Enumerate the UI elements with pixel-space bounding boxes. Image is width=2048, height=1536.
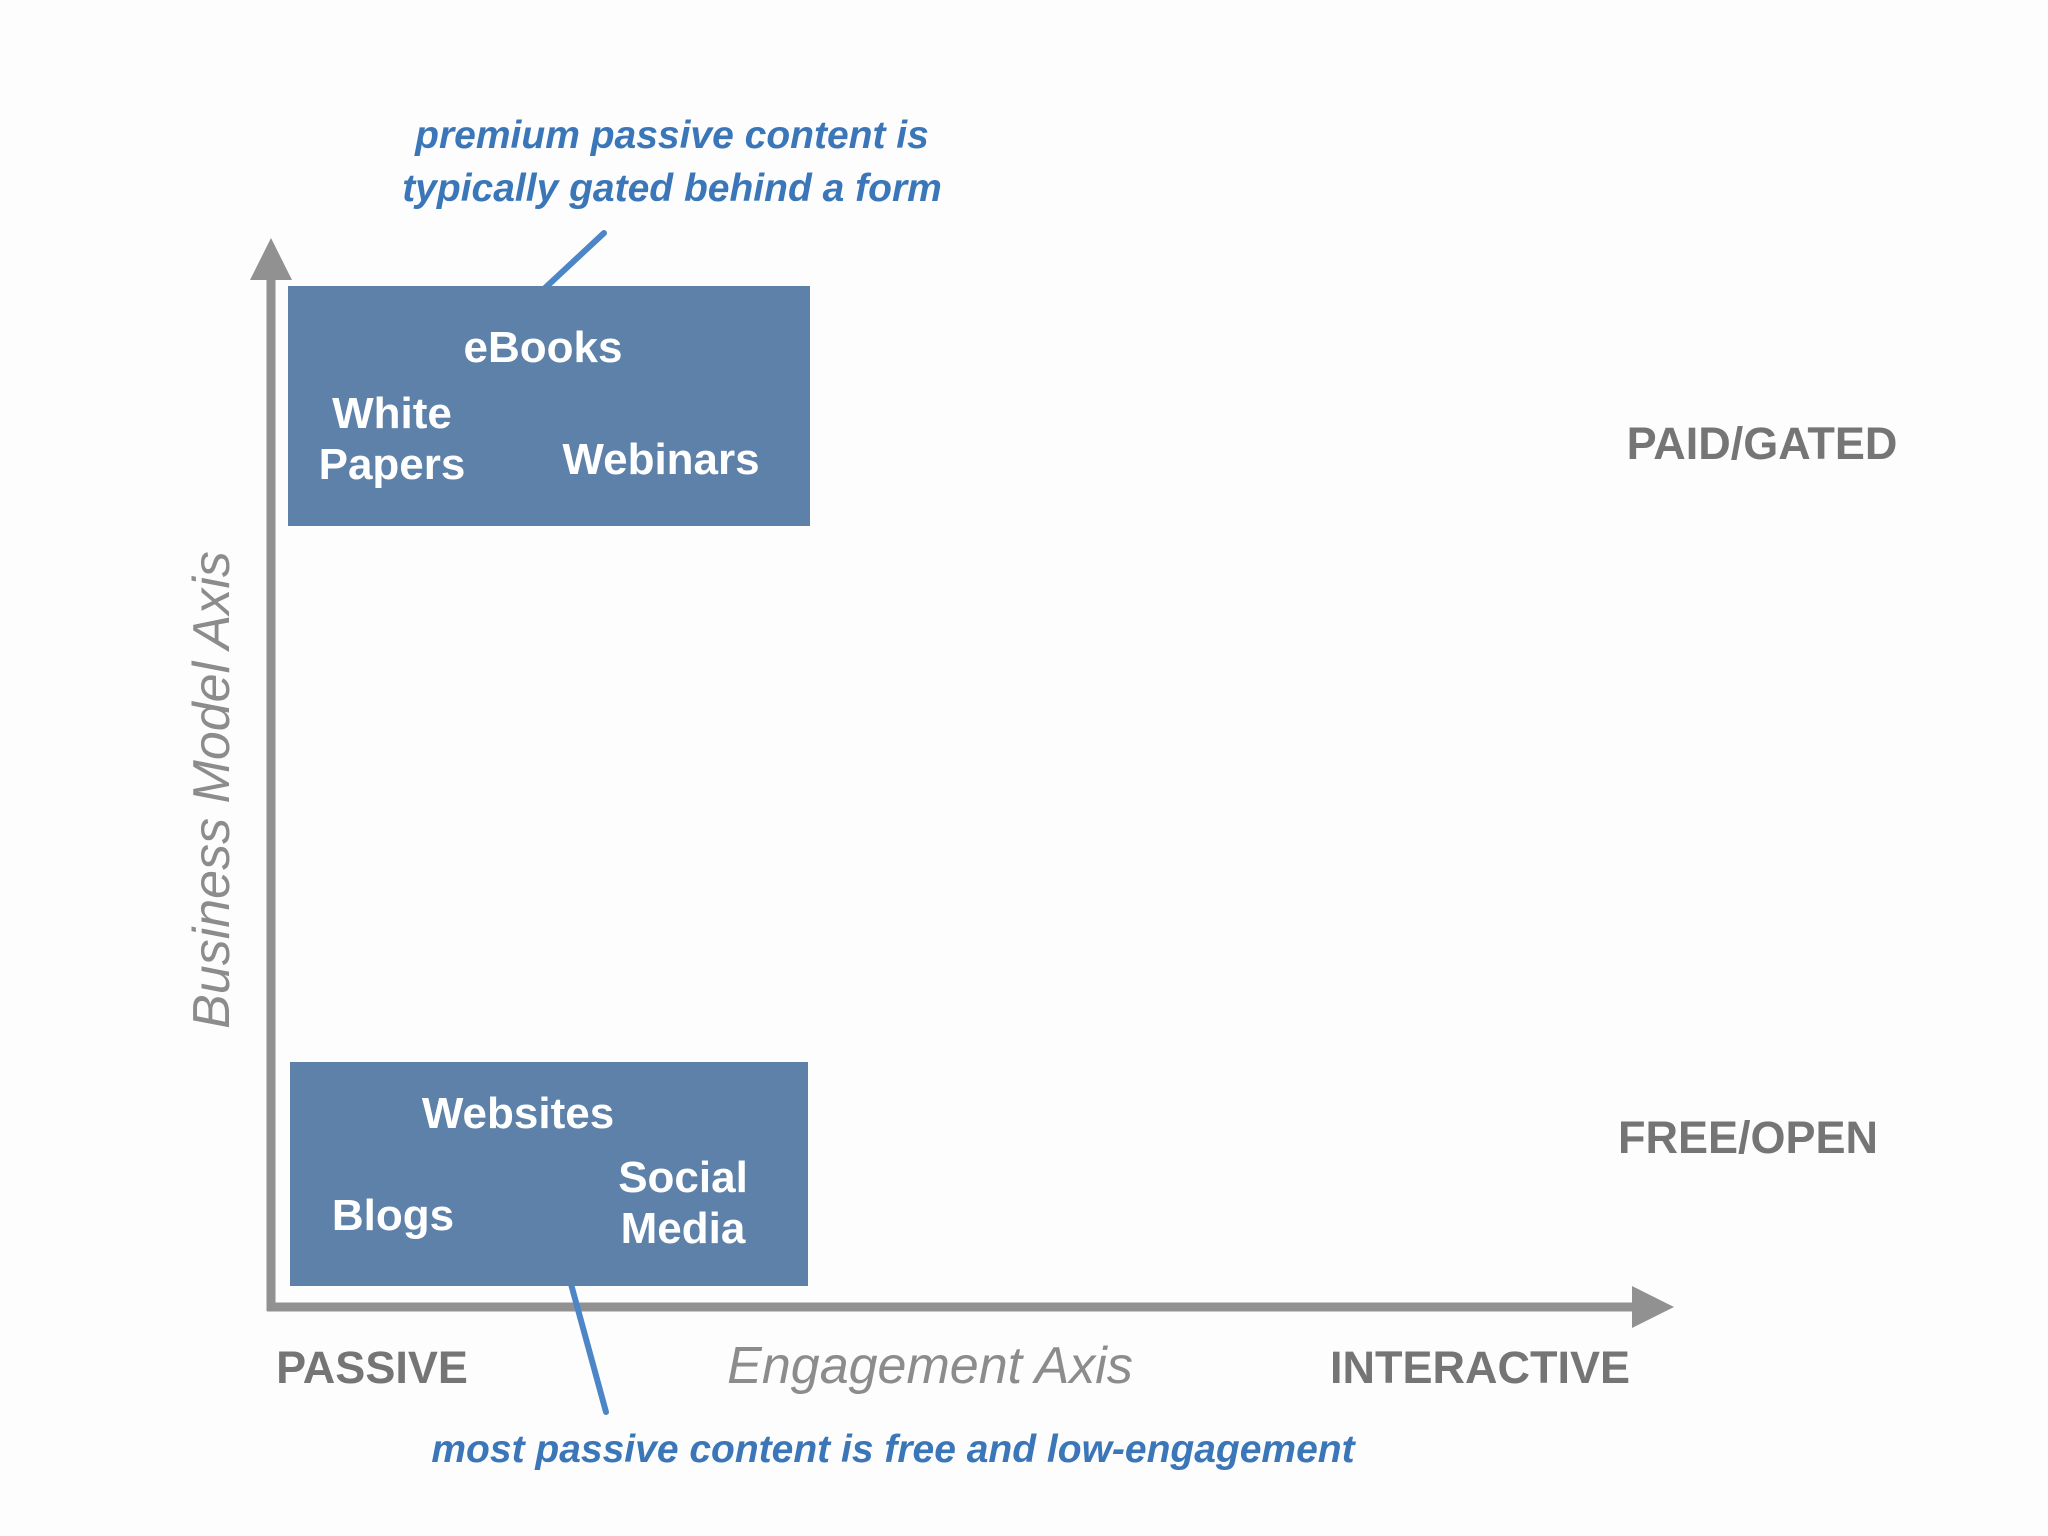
paid-gated-label: PAID/GATED: [1626, 418, 1898, 469]
social-media-label: Social Media: [618, 1153, 748, 1254]
ebooks-label: eBooks: [463, 323, 623, 372]
top-annotation-line2: typically gated behind a form: [402, 166, 942, 210]
white-papers-label: White Papers: [318, 389, 466, 490]
interactive-label: INTERACTIVE: [1329, 1342, 1631, 1393]
x-axis-arrowhead-icon: [1632, 1286, 1674, 1328]
y-axis-arrowhead-icon: [250, 238, 292, 280]
top-annotation-line1: premium passive content is: [415, 114, 929, 157]
top-annotation: premium passive content is typically gat…: [402, 110, 942, 215]
paid-gated-box: eBooks White Papers Webinars: [288, 286, 810, 526]
bottom-annotation: most passive content is free and low-eng…: [431, 1428, 1355, 1471]
free-open-box: Websites Blogs Social Media: [290, 1062, 808, 1286]
free-open-label: FREE/OPEN: [1617, 1112, 1879, 1163]
y-axis-title: Business Model Axis: [183, 551, 241, 1029]
websites-label: Websites: [421, 1089, 615, 1138]
x-axis-title: Engagement Axis: [727, 1337, 1133, 1395]
passive-label: PASSIVE: [276, 1342, 468, 1393]
webinars-label: Webinars: [562, 435, 760, 484]
blogs-label: Blogs: [331, 1191, 455, 1240]
top-annotation-connector-line: [542, 230, 607, 291]
bottom-annotation-connector-line: [568, 1281, 609, 1415]
